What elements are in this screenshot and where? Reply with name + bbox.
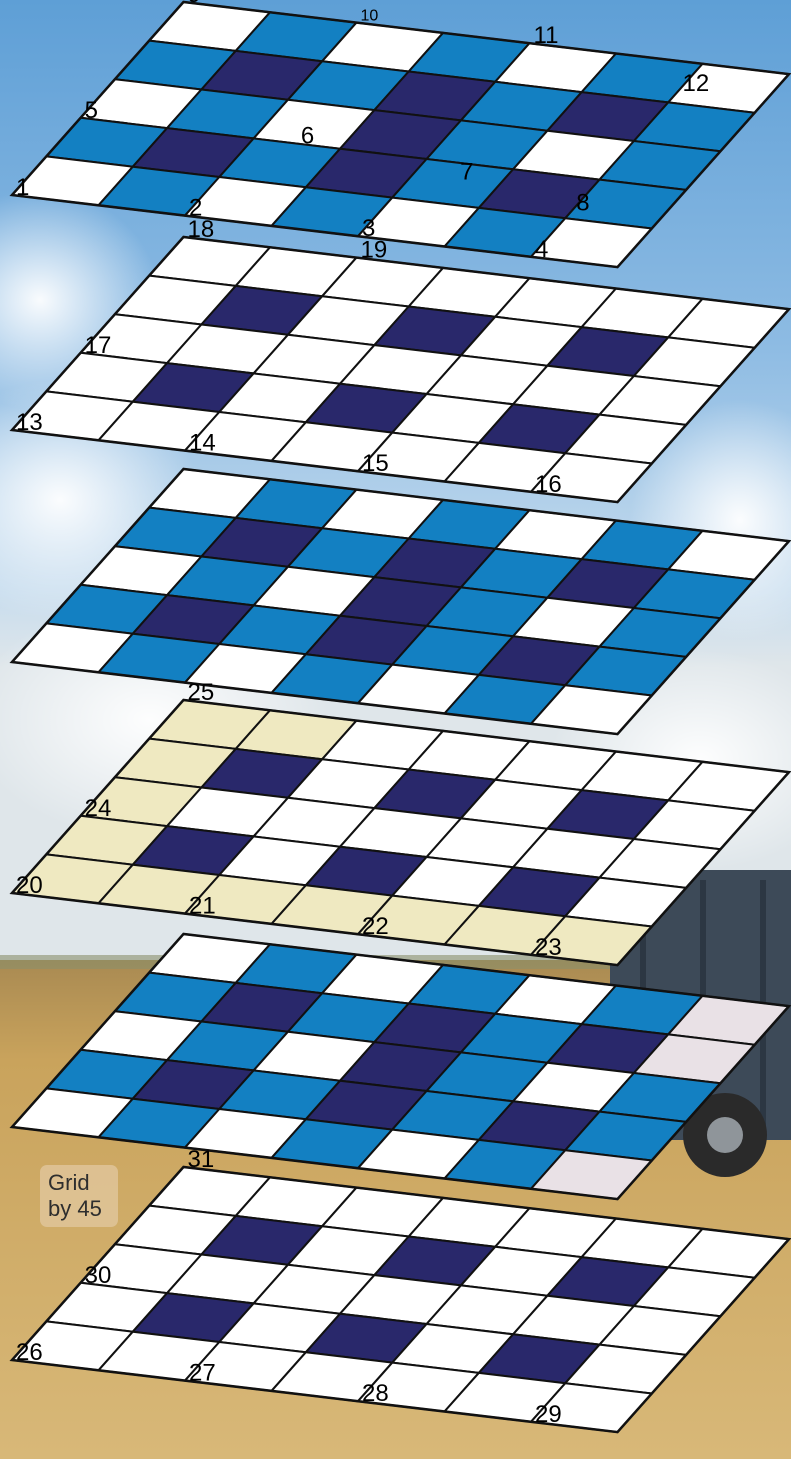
grid-number-label: 19 (361, 237, 388, 264)
grid-number-label: 4 (535, 236, 548, 263)
credit-line-2: by 45 (48, 1196, 118, 1222)
credit-line-1: Grid (48, 1170, 118, 1196)
grid-number-label: 18 (188, 216, 215, 243)
grid-number-label: 25 (188, 679, 215, 706)
grid-number-label: 10 (361, 8, 379, 25)
grid-number-label: 11 (534, 22, 559, 49)
grid-number-label: 22 (362, 913, 389, 940)
trailer-hub (707, 1117, 743, 1153)
grid-number-label: 31 (188, 1146, 215, 1173)
grid-number-label: 12 (683, 70, 710, 97)
grid-number-label: 20 (16, 872, 43, 899)
grid-number-label: 27 (189, 1360, 216, 1387)
grid-number-label: 7 (460, 159, 473, 186)
grid-number-label: 17 (85, 332, 112, 359)
grid-number-label: 30 (85, 1262, 112, 1289)
grid-number-label: 24 (85, 795, 112, 822)
grid-number-label: 13 (16, 409, 43, 436)
grid-number-label: 14 (189, 430, 216, 457)
grid-number-label: 29 (535, 1401, 562, 1428)
grid-number-label: 9 (188, 0, 201, 8)
grid-number-label: 8 (576, 190, 589, 217)
grid-number-label: 21 (189, 893, 216, 920)
credit-badge: Grid by 45 (40, 1165, 118, 1227)
grid-number-label: 6 (301, 123, 314, 150)
grid-number-label: 15 (362, 450, 389, 477)
grid-number-label: 28 (362, 1380, 389, 1407)
grid-number-label: 16 (535, 471, 562, 498)
grid-number-label: 1 (16, 174, 29, 201)
grid-number-label: 23 (535, 934, 562, 961)
grid-number-label: 5 (85, 97, 98, 124)
grid-number-label: 26 (16, 1339, 43, 1366)
